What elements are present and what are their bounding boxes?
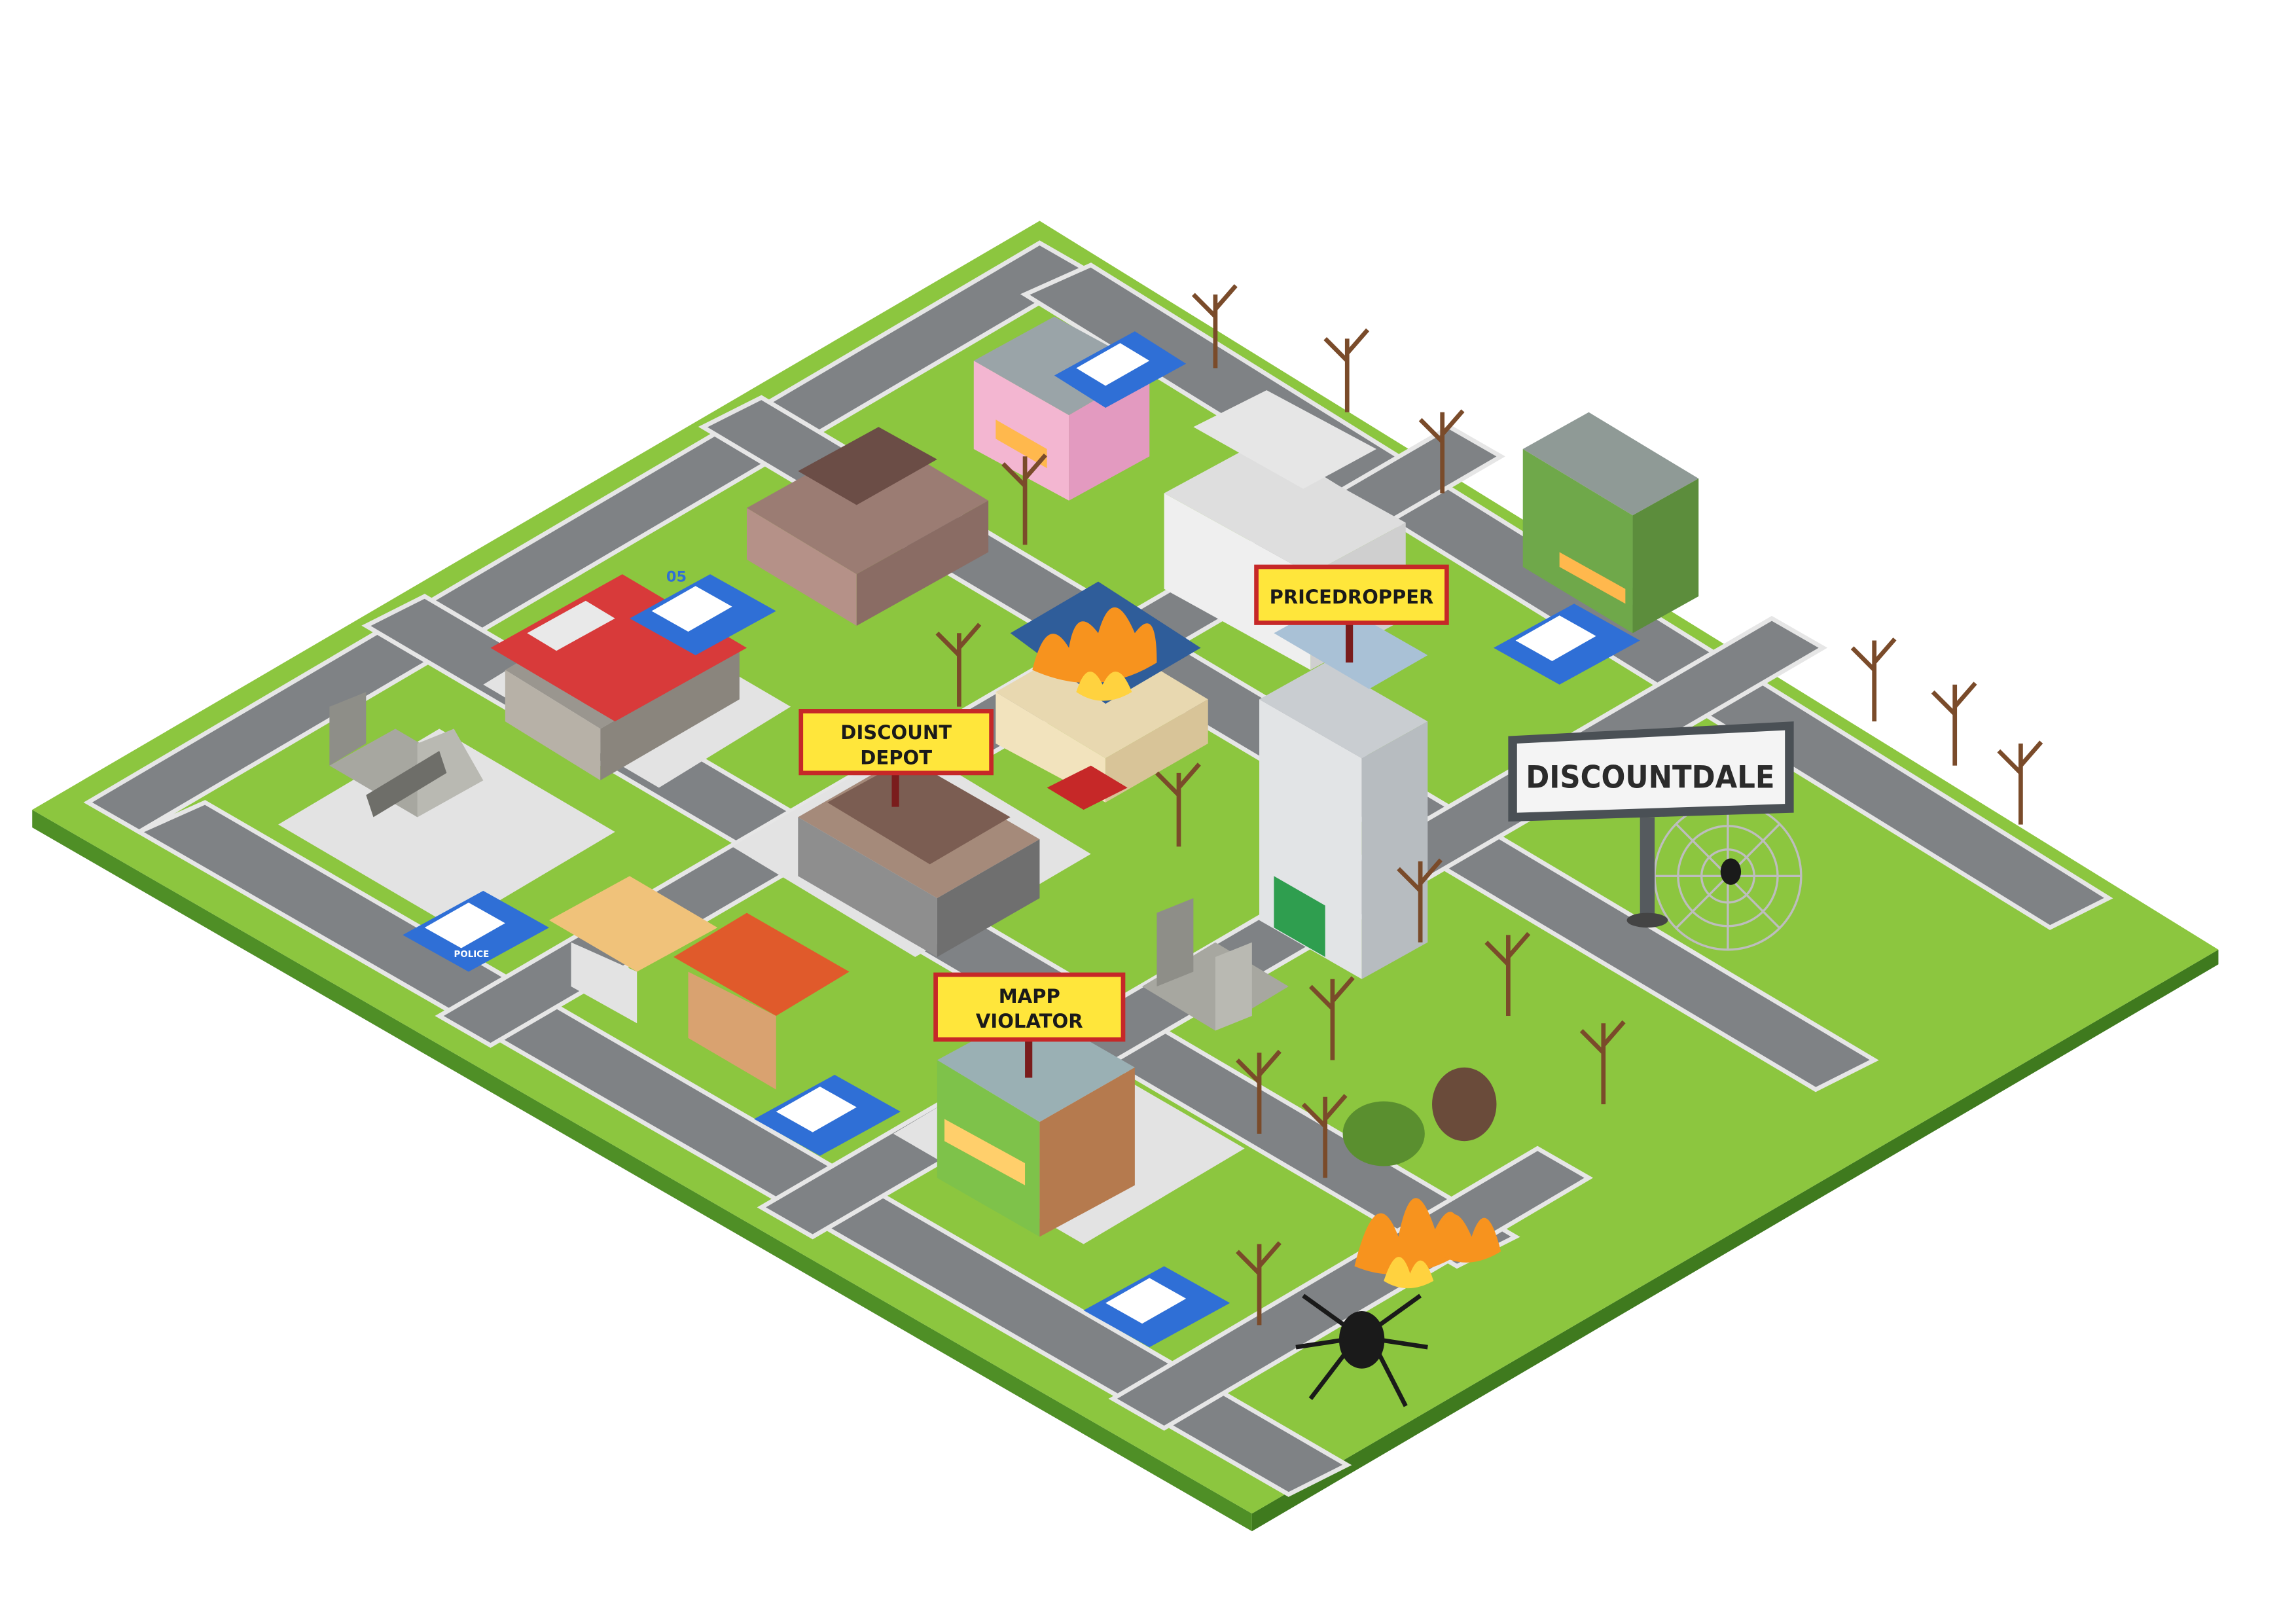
sign-discount-depot-line2: DEPOT xyxy=(860,746,932,768)
discount-depot-building xyxy=(798,758,1040,958)
police-car xyxy=(630,574,776,655)
fire-flames-house xyxy=(1032,607,1157,701)
mapp-violator-building xyxy=(937,1008,1135,1237)
ground-side-right xyxy=(1251,949,2219,1532)
sheds xyxy=(548,876,850,1090)
sign-discount-depot: DISCOUNT DEPOT xyxy=(798,709,994,807)
ruined-building-center xyxy=(1142,898,1289,1031)
forest-fire xyxy=(1342,1067,1501,1289)
ruined-building-left xyxy=(329,692,484,818)
police-car xyxy=(1054,331,1187,408)
dead-trees xyxy=(935,284,2043,1326)
sign-mapp-violator-line2: VIOLATOR xyxy=(976,1010,1083,1032)
police-car xyxy=(1493,604,1640,685)
spider-large xyxy=(1295,1293,1428,1407)
billboard-text: DISCOUNTDALE xyxy=(1526,759,1774,795)
green-shop xyxy=(1522,412,1699,634)
ground-side-left xyxy=(32,810,1252,1532)
police-car xyxy=(754,1075,901,1156)
sign-mapp-violator-line1: MAPP xyxy=(999,985,1060,1007)
spider-small xyxy=(1720,858,1742,885)
brown-house xyxy=(746,427,989,626)
sign-discount-depot-line1: DISCOUNT xyxy=(840,721,952,744)
sign-mapp-violator: MAPP VIOLATOR xyxy=(933,972,1126,1078)
police-car-number: 05 xyxy=(666,568,687,585)
discountdale-billboard: DISCOUNTDALE xyxy=(1508,721,1794,928)
police-car xyxy=(1083,1266,1230,1348)
sign-pricedropper-text: PRICEDROPPER xyxy=(1270,586,1434,608)
police-cars: 05 POLICE xyxy=(403,331,1640,1348)
police-car-label: POLICE xyxy=(454,950,490,960)
sign-pricedropper: PRICEDROPPER xyxy=(1254,564,1449,663)
police-car xyxy=(403,890,549,972)
road-bottom xyxy=(134,800,1352,1497)
